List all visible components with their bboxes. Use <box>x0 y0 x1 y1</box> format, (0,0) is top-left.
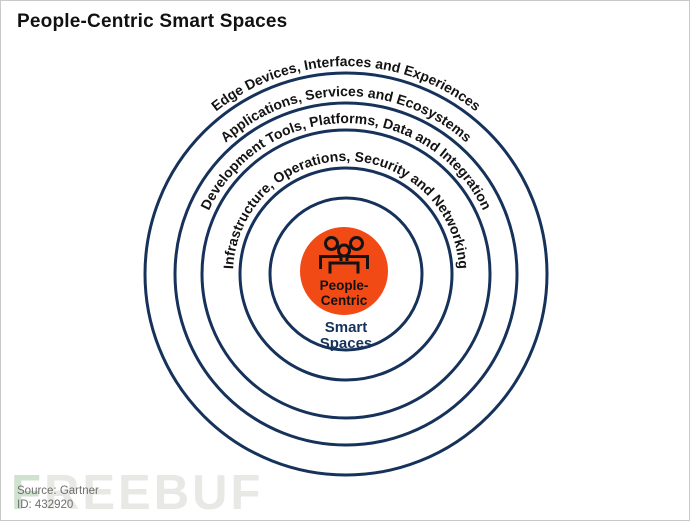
inner-label-line1: Smart <box>325 319 368 336</box>
ring-circle-4 <box>238 166 454 382</box>
inner-label-line2: Spaces <box>320 335 373 352</box>
source-label: Source: Gartner <box>17 485 99 497</box>
freebuf-watermark: FREEBUF <box>11 466 264 520</box>
ring-circles <box>143 71 549 477</box>
figure-id-label: ID: 432920 <box>17 499 74 512</box>
source-block: Source: Gartner ID: 432920 <box>17 484 99 513</box>
ring-circle-outer <box>143 71 549 477</box>
ring-circle-2 <box>173 101 519 447</box>
center-label-line1: People- <box>320 278 369 293</box>
center-disc <box>300 227 388 315</box>
center-label-line2: Centric <box>321 293 368 308</box>
people-group-icon <box>319 236 369 274</box>
ring-circle-inner <box>268 196 424 352</box>
ring-circle-3 <box>200 128 492 420</box>
page-title: People-Centric Smart Spaces <box>17 11 288 32</box>
